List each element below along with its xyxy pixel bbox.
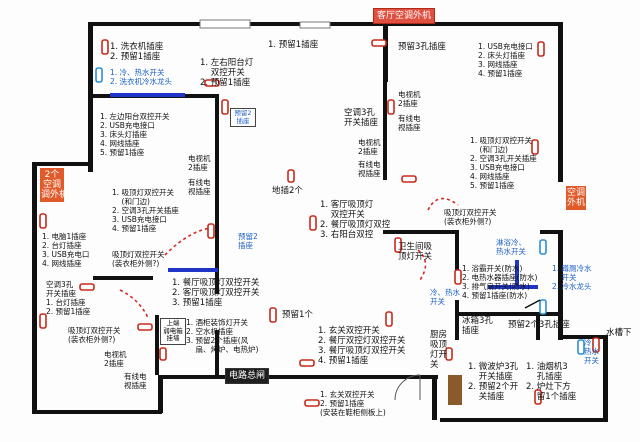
living-dining-switch-list: 1. 餐厅吸顶灯双控开关 2. 客厅吸顶灯双控开关 3. 预留1插座 [172,278,260,308]
range-hood-socket-label: 1. 油烟机3 孔插座 2. 炉灶下方 留1个插座 [526,362,577,402]
reserve-two-sockets-mid: 预留2 插座 [238,232,258,250]
living-ac-outdoor-unit-banner: 客厅空调外机 [373,8,436,24]
squat-toilet-water-label: 1. 蹲厕冷水 开关 2. 冷水龙头 [552,264,592,291]
ceiling-dual-switch-right: 吸顶灯双控开关 (装衣柜外侧?) [444,208,497,226]
left-ac-outdoor-unit: 2个 空调 调外机 [40,168,69,202]
laundry-socket-label: 1. 洗衣机插座 2. 预留1插座 [110,42,164,62]
entry-switch-list: 1. 玄关双控开关 2. 餐厅双控灯双控开关 3. 餐厅吸顶灯双控开关 4. 预… [318,326,406,366]
reserve-one-label: 预留1个 [282,310,313,320]
toilet-light-switch-label: 卫生间吸 顶灯开关 [398,242,433,262]
reserve-socket-box: 预留2 插座 [230,108,256,127]
floor-socket-label: 地插2个 [272,186,303,196]
right-tv-socket-label-2: 电视机 2插座 [358,138,381,156]
top-center-reserve-label: 1. 预留1插座 [268,40,319,50]
kitchen-water-switch: 冷、 热水 开关 [584,338,599,365]
right-tv-socket-label: 电视机 2插座 [398,90,421,108]
sink-label: 水槽下 [606,328,632,338]
left-cable-tv-label: 有线电 视插座 [188,178,211,196]
laundry-water-label: 1. 冷、热水开关 2. 洗衣机冷水龙头 [110,68,173,86]
left-bedroom-switch-list: 1. 吸顶灯双控开关 (和门边) 2. 空调3孔开关插座 3. USB充电接口 … [112,188,179,233]
cold-hot-water-switch: 冷、热水 开关 [430,288,460,306]
left-ac-3hole-socket: 空调3孔 开关插座 1. 台灯插座 2. 预留1插座 [46,280,91,316]
left-bedroom-list: 1. 左边阳台双控开关 2. USB充电接口 3. 床头灯插座 4. 网线插座 … [100,112,170,157]
ceiling-dual-switch-left-2: 吸顶灯双控开关 (装衣柜外侧?) [68,326,121,344]
microwave-socket-label: 1. 微波炉3孔 开关插座 2. 预留2个开 关插座 [468,362,519,402]
right-cable-tv-label: 有线电 视插座 [398,114,421,132]
entry-shoe-cabinet-label: 1. 玄关双控开关 2. 预留1插座 (安装在鞋柜侧板上) [320,390,386,417]
ceiling-dual-switch-left: 吸顶灯双控开关 (装衣柜外侧?) [112,250,165,268]
left-ac-room-list: 1. 电脑1插座 2. 台灯插座 3. USB充电口 4. 网线插座 [42,232,90,268]
right-cable-tv-label-2: 有线电 视插座 [358,160,381,178]
right-top-3hole-label: 预留3孔插座 [398,42,446,52]
left-tv-socket-label-2: 电视机 2插座 [104,350,127,368]
main-circuit-breaker-panel: 电路总闸 [225,368,270,384]
living-ceiling-switch-list: 1. 客厅吸顶灯 双控开关 2. 餐厅吸顶灯双控 3. 右阳台双控 [320,200,391,240]
bathroom-waterproof-list: 1. 浴霸开关(防水) 2. 电热水器插座(防水) 3. 排气扇开关(防水) 4… [462,264,538,300]
right-bedroom-switch-list: 1. 吸顶灯双控开关 (和门边) 2. 空调3孔开关插座 3. USB充电接口 … [470,136,537,190]
wine-cabinet-list: 1. 酒柜装饰灯开关 2. 空水机插座 3. 预留2个插座(风 扇、烤炉、电热炉… [186,318,259,354]
right-ac-outdoor-unit: 空调 外机 [566,186,586,210]
fridge-socket-label: 冰箱3孔 插座 [462,316,493,336]
reserve-two-3hole-label: 预留2个3孔插座 [508,320,570,330]
shower-water-switch-label: 淋浴冷、 热水开关 [496,238,526,256]
balcony-lamp-label: 1. 左右阳台灯 双控开关 2. 预留1插座 [200,58,254,88]
right-ac-3hole-socket: 空调3孔 开关插座 [344,108,379,128]
kitchen-light-switch-label: 厨房 吸顶 灯开 关 [430,330,448,370]
left-tv-socket-label: 电视机 2插座 [188,154,211,172]
weak-current-box: 上端 弱电箱 挂墙 [160,318,186,345]
left-cable-tv-label-2: 有线电 视插座 [124,372,147,390]
right-top-bedroom-list: 1. USB充电接口 2. 床头灯插座 3. 网线插座 4. 预留1插座 [478,42,533,78]
